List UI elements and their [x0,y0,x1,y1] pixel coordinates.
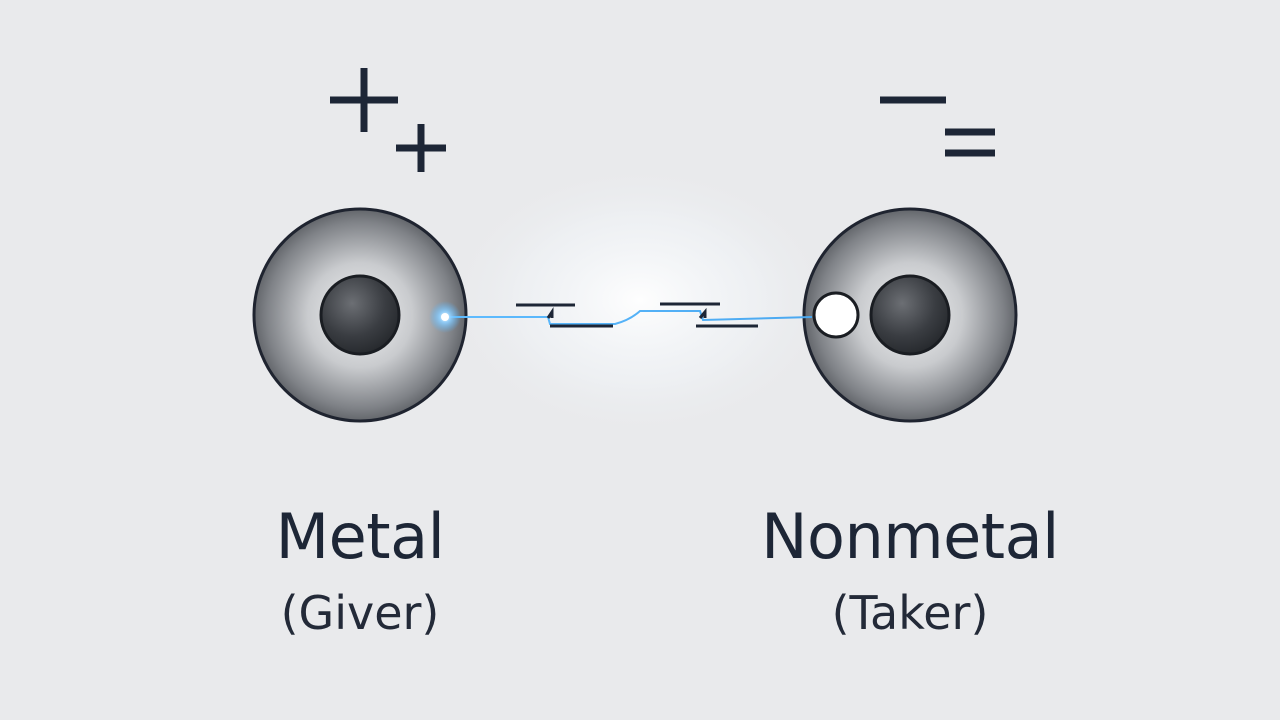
nonmetal-nucleus [869,274,951,356]
equals-sign [945,128,995,157]
electron-hole [812,291,860,339]
electron [429,301,461,333]
nonmetal-role-label: (Taker) [831,586,989,640]
metal-label: Metal [275,500,445,573]
plus-sign-large [330,68,398,132]
metal-role-label: (Giver) [280,586,440,640]
wave-segment-left [516,303,613,328]
metal-charge-symbols [330,68,446,172]
nonmetal-label: Nonmetal [761,500,1059,573]
metal-atom [252,207,468,423]
central-glow [440,160,840,440]
nonmetal-atom [802,207,1018,423]
electron-transfer-path [446,302,813,328]
metal-nucleus [319,274,401,356]
nonmetal-charge-symbols [880,96,995,157]
plus-sign-small [396,124,446,172]
wave-segment-right [660,302,758,328]
